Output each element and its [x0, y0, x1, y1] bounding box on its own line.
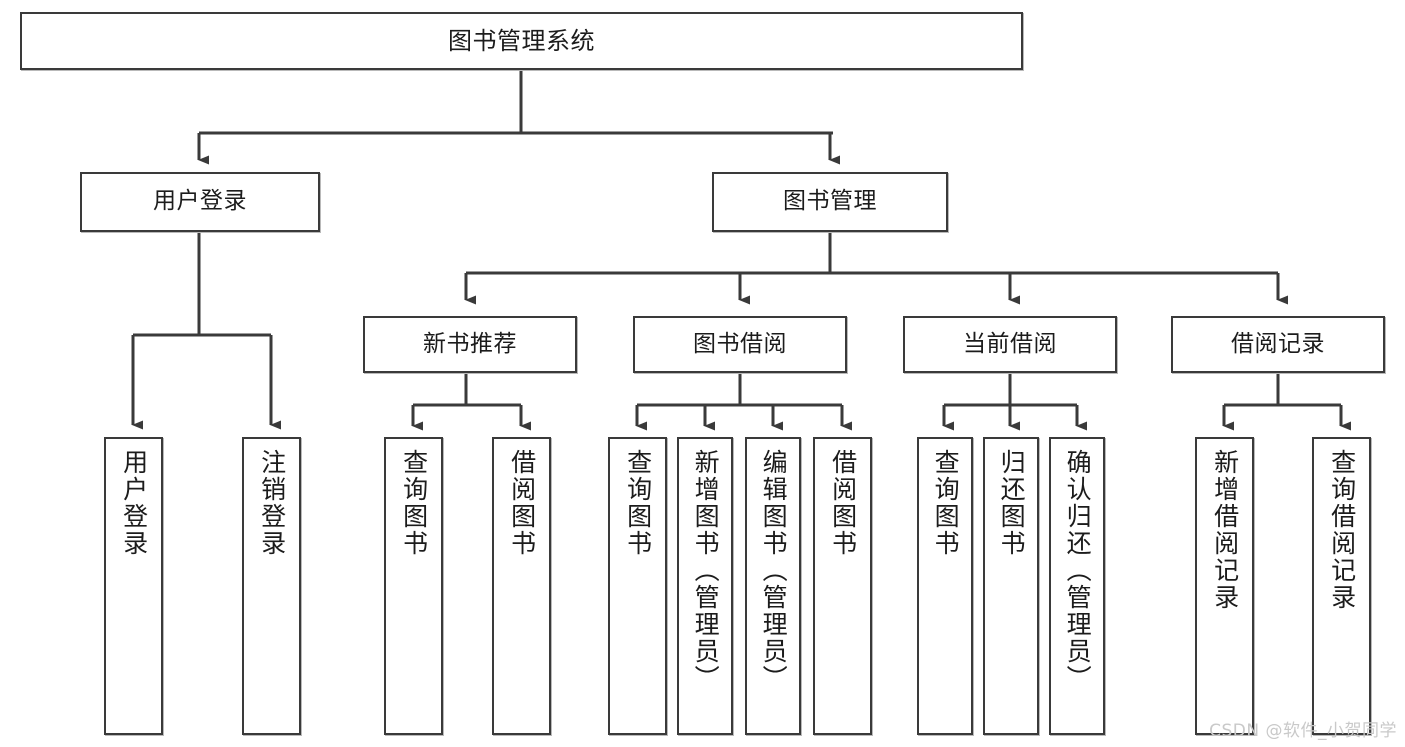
leaf-book-borrow-3-label: 编辑图书（管理员）	[759, 449, 789, 692]
leaf-current-borrow-3[interactable]: 确认归还（管理员）	[1049, 437, 1105, 735]
leaf-user-login-2[interactable]: 注销登录	[242, 437, 301, 735]
node-borrow-record-label: 借阅记录	[1231, 330, 1325, 357]
leaf-current-borrow-1[interactable]: 查询图书	[917, 437, 973, 735]
leaf-user-login-1-label: 用户登录	[119, 449, 149, 557]
node-new-book-recommend-label: 新书推荐	[423, 330, 517, 357]
node-book-manage[interactable]: 图书管理	[712, 172, 948, 232]
leaf-book-borrow-2-label: 新增图书（管理员）	[691, 449, 721, 692]
node-book-borrow-label: 图书借阅	[693, 330, 787, 357]
node-root-label: 图书管理系统	[448, 26, 595, 55]
leaf-current-borrow-3-label: 确认归还（管理员）	[1063, 449, 1093, 692]
node-root[interactable]: 图书管理系统	[20, 12, 1023, 70]
csdn-watermark: CSDN @软件_小贺同学	[1209, 721, 1397, 741]
node-book-borrow[interactable]: 图书借阅	[633, 316, 847, 373]
leaf-new-book-2[interactable]: 借阅图书	[492, 437, 551, 735]
leaf-new-book-1-label: 查询图书	[399, 449, 429, 557]
node-current-borrow[interactable]: 当前借阅	[903, 316, 1117, 373]
leaf-user-login-1[interactable]: 用户登录	[104, 437, 163, 735]
node-borrow-record[interactable]: 借阅记录	[1171, 316, 1385, 373]
node-current-borrow-label: 当前借阅	[963, 330, 1057, 357]
leaf-book-borrow-4[interactable]: 借阅图书	[813, 437, 872, 735]
leaf-borrow-record-1-label: 新增借阅记录	[1210, 449, 1240, 611]
leaf-current-borrow-2-label: 归还图书	[997, 449, 1027, 557]
leaf-borrow-record-2[interactable]: 查询借阅记录	[1312, 437, 1371, 735]
leaf-book-borrow-3[interactable]: 编辑图书（管理员）	[745, 437, 801, 735]
leaf-book-borrow-1[interactable]: 查询图书	[608, 437, 667, 735]
node-user-login[interactable]: 用户登录	[80, 172, 320, 232]
node-new-book-recommend[interactable]: 新书推荐	[363, 316, 577, 373]
leaf-current-borrow-1-label: 查询图书	[931, 449, 961, 557]
leaf-borrow-record-2-label: 查询借阅记录	[1327, 449, 1357, 611]
leaf-user-login-2-label: 注销登录	[257, 449, 287, 557]
leaf-current-borrow-2[interactable]: 归还图书	[983, 437, 1039, 735]
leaf-book-borrow-4-label: 借阅图书	[828, 449, 858, 557]
leaf-book-borrow-2[interactable]: 新增图书（管理员）	[677, 437, 733, 735]
node-user-login-label: 用户登录	[153, 188, 247, 215]
leaf-new-book-2-label: 借阅图书	[507, 449, 537, 557]
node-book-manage-label: 图书管理	[783, 188, 877, 215]
leaf-book-borrow-1-label: 查询图书	[623, 449, 653, 557]
leaf-borrow-record-1[interactable]: 新增借阅记录	[1195, 437, 1254, 735]
leaf-new-book-1[interactable]: 查询图书	[384, 437, 443, 735]
